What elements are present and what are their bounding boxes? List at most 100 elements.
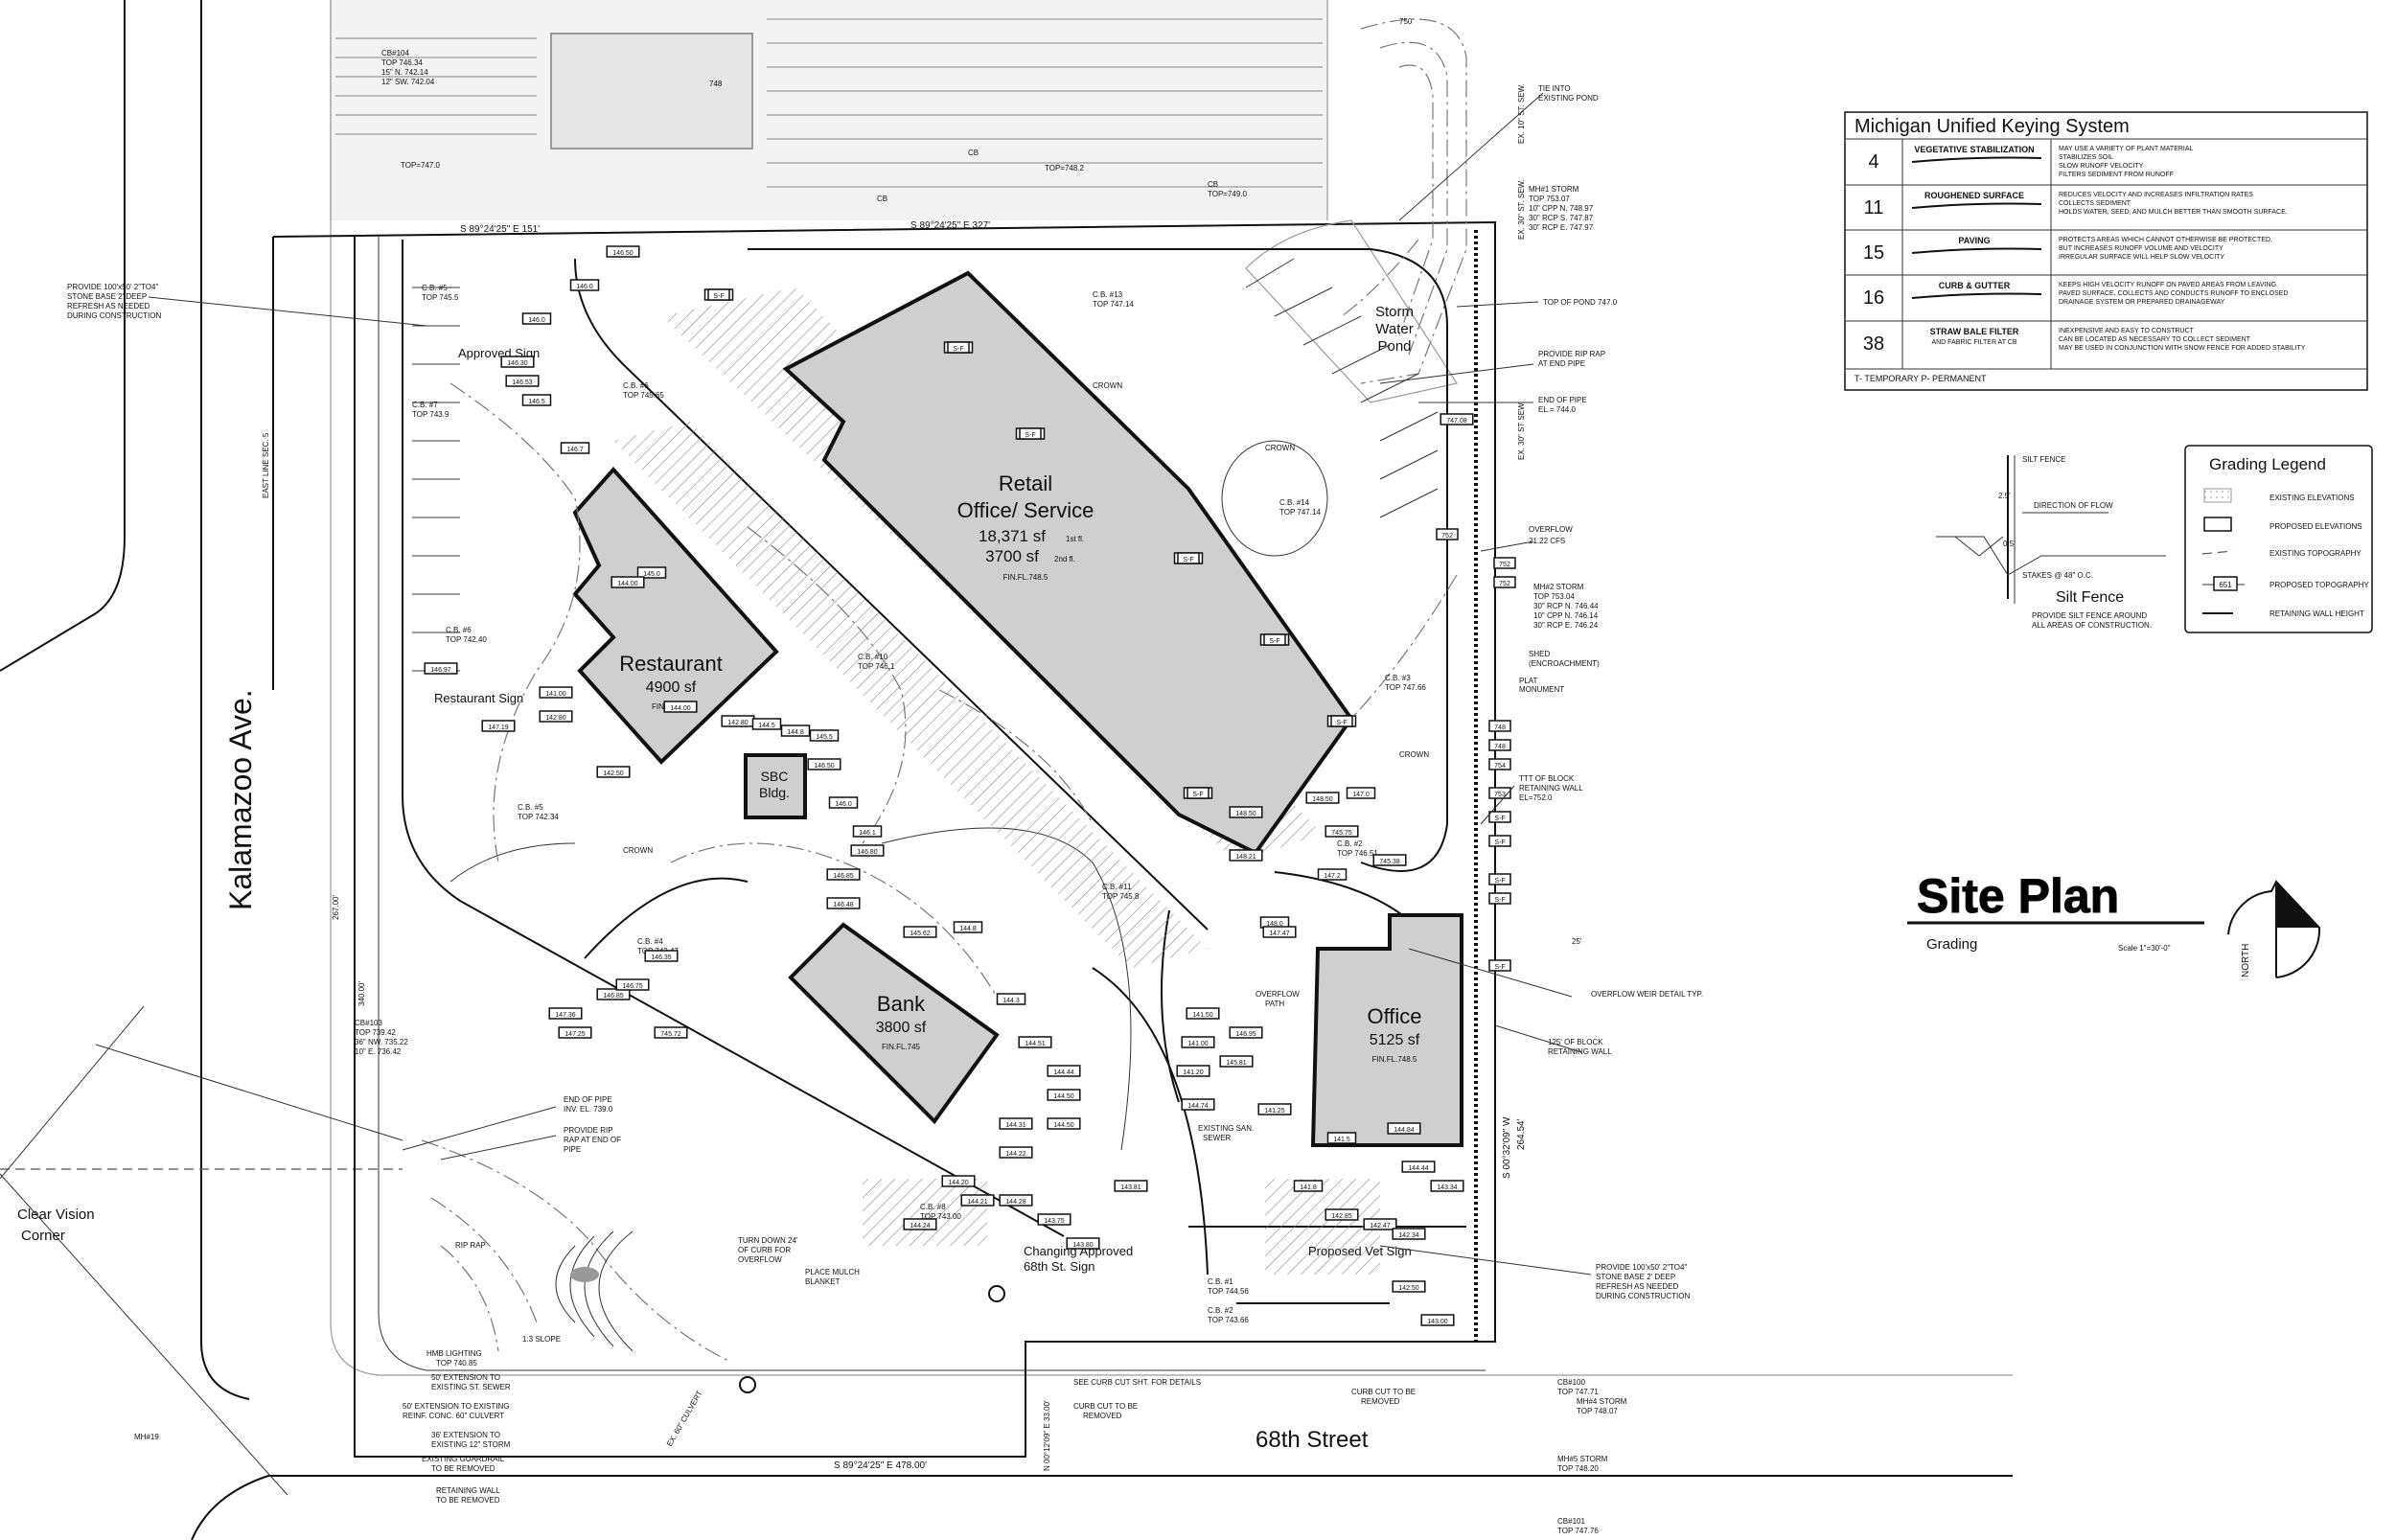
elevation-tag-box — [826, 897, 861, 909]
structure-cb13: TOP 747.14 — [1093, 300, 1134, 309]
elevation-tag-box — [1488, 720, 1511, 732]
office-floor: FIN.FL.748.5 — [1372, 1055, 1417, 1064]
elevation-tag: S-F — [1494, 897, 1505, 904]
keying-row-num: 15 — [1863, 242, 1884, 264]
site-plan-subtitle: Grading — [1926, 936, 1977, 953]
elevation-tag: S-F — [1183, 557, 1193, 563]
keying-row-num: 16 — [1863, 287, 1884, 309]
elevation-tag: S-F — [1269, 638, 1279, 645]
elevation-tag: 748 — [1494, 724, 1506, 731]
elevation-tag-box — [999, 1194, 1033, 1207]
structure-mh2: 10" CPP N. 746.14 — [1533, 611, 1599, 620]
elevation-tag-box — [1114, 1180, 1148, 1192]
keying-row-desc: IRREGULAR SURFACE WILL HELP SLOW VELOCIT… — [2059, 254, 2224, 261]
elevation-tag: 144.20 — [948, 1180, 969, 1186]
retail-building — [782, 270, 1354, 856]
elevation-tag: 146.50 — [612, 250, 634, 257]
elevation-tag-box — [947, 341, 970, 354]
structure-cb5: C.B. #5 — [422, 284, 448, 292]
elevation-tag-box — [606, 245, 640, 258]
restaurant-sign: Restaurant Sign — [434, 691, 523, 705]
elevation-tag-box — [1305, 792, 1340, 804]
elevation-tag: 141.8 — [1300, 1184, 1317, 1191]
keying-row-name2: AND FABRIC FILTER AT CB — [1931, 339, 2016, 346]
structure-cb104: 12" SW. 742.04 — [381, 78, 435, 86]
structure-cb104: TOP 746.34 — [381, 58, 423, 67]
elevation-tag-box — [1488, 787, 1511, 799]
silt-flow: DIRECTION OF FLOW — [2034, 501, 2113, 510]
retail-line1: Retail — [999, 471, 1052, 495]
elevation-tag: 142.80 — [545, 715, 566, 722]
elevation-tag: 144.3 — [1002, 998, 1020, 1004]
elevation-tag: 148.50 — [1312, 796, 1333, 803]
elevation-tag: 146.0 — [576, 284, 593, 290]
elevation-tag: 147.19 — [488, 724, 509, 731]
elevation-tag: 143.80 — [1072, 1242, 1094, 1249]
vet-sign: Proposed Vet Sign — [1308, 1244, 1412, 1258]
elevation-tag: 144.50 — [1053, 1122, 1074, 1129]
elevation-tag-box — [615, 978, 650, 991]
elevation-tag-box — [707, 288, 730, 301]
structure-mh1: 10" CPP N. 748.97 — [1529, 204, 1594, 213]
note-culvert: EX. 60" CULVERT — [665, 1390, 704, 1448]
elevation-tag-box — [611, 576, 645, 588]
68th-street-label: 68th Street — [1256, 1427, 1369, 1453]
note-stone-br2: STONE BASE 2' DEEP — [1596, 1273, 1675, 1281]
structure-cb6b: C.B. #6 — [446, 626, 472, 634]
office-area: 5125 sf — [1370, 1032, 1420, 1048]
office-building — [1310, 913, 1463, 1147]
changing-sign-2: 68th St. Sign — [1024, 1259, 1094, 1274]
elevation-tag: 144.21 — [967, 1199, 988, 1206]
elevation-tag-box — [1047, 1089, 1081, 1101]
keying-row-desc: SLOW RUNOFF VELOCITY — [2059, 163, 2144, 170]
elevation-tag-box — [1493, 557, 1516, 569]
elevation-tag: 141.00 — [545, 691, 566, 698]
elevation-tag: 146.53 — [512, 379, 533, 386]
elevation-tag-box — [1219, 1055, 1254, 1068]
clear-vision-1: Clear Vision — [17, 1207, 95, 1223]
note-eastline: EAST LINE SEC. 5 — [262, 432, 270, 498]
elevation-tag: S-F — [1025, 432, 1035, 439]
structure-cb11: C.B. #11 — [1102, 883, 1132, 891]
elevation-tag-box — [1436, 528, 1459, 540]
note-crown2: CROWN — [1265, 444, 1295, 452]
note-block1: 125' OF BLOCK — [1548, 1038, 1603, 1046]
keying-row-desc: REDUCES VELOCITY AND INCREASES INFILTRAT… — [2059, 192, 2253, 198]
elevation-tag-box — [644, 950, 679, 962]
sbc-line2: Bldg. — [759, 785, 790, 800]
note-riprap1: PROVIDE RIP RAP — [1538, 350, 1605, 358]
elevation-tag: 753 — [1494, 792, 1506, 798]
note-retwall2: RETAINING WALL — [1519, 784, 1583, 793]
structure-mh1: TOP 753.07 — [1529, 195, 1570, 203]
structure-top749: TOP=749.0 — [1208, 190, 1248, 198]
elevation-tag: S-F — [953, 346, 963, 353]
pond-line1: Storm — [1375, 304, 1414, 320]
keying-footer: T- TEMPORARY P- PERMANENT — [1855, 374, 1987, 383]
elevation-tag-box — [1488, 873, 1511, 885]
silt-note-2: ALL AREAS OF CONSTRUCTION. — [2032, 621, 2152, 630]
structure-cb6: C.B. #6 — [623, 381, 649, 390]
note-ex-sewer1: EX. 10" ST. SEW. — [1517, 83, 1526, 144]
note-shed1: SHED — [1529, 650, 1550, 658]
note-ex-sewer2: EX. 30" ST. SEW. — [1517, 179, 1526, 240]
elevation-tag-box — [999, 1146, 1033, 1159]
keying-row-desc: MAY BE USED IN CONJUNCTION WITH SNOW FEN… — [2059, 345, 2306, 352]
elevation-tag-box — [903, 1218, 937, 1230]
elevation-tag-box — [1177, 552, 1200, 564]
office-name: Office — [1367, 1004, 1421, 1028]
note-endpipe1: END OF PIPE — [1538, 396, 1587, 404]
elevation-tag: 145.81 — [1226, 1060, 1247, 1067]
elevation-tag-box — [1229, 806, 1263, 818]
keying-row-desc: MAY USE A VARIETY OF PLANT MATERIAL — [2059, 146, 2194, 152]
structure-mh2: 30" RCP N. 746.44 — [1533, 602, 1599, 610]
keying-row-num: 11 — [1864, 197, 1884, 218]
elevation-tag: 146.97 — [430, 667, 451, 674]
elevation-tag-box — [1257, 1103, 1292, 1115]
elevation-tag: 144.44 — [1408, 1165, 1429, 1172]
elevation-tag: 146.5 — [528, 399, 545, 405]
elevation-tag: 146.7 — [566, 447, 584, 453]
structure-cb101: CB#101 — [1557, 1517, 1585, 1526]
elevation-tag-box — [826, 868, 861, 881]
elevation-tag: 752 — [1499, 581, 1510, 587]
